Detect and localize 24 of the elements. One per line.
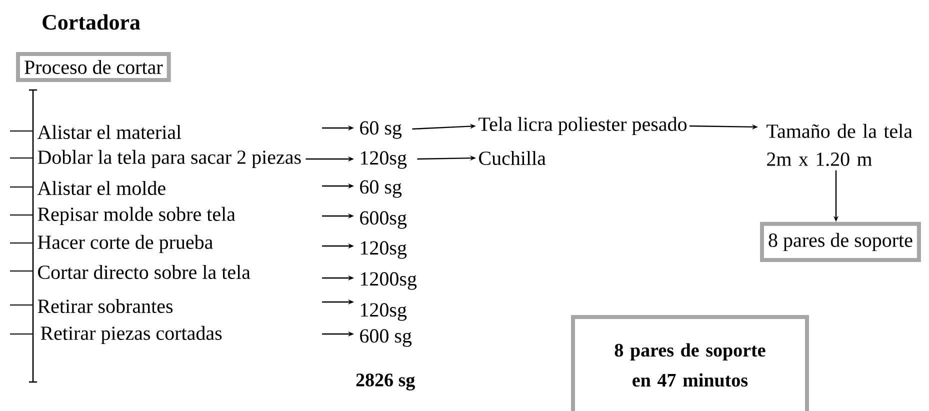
process-box: 8 pares de soporte xyxy=(760,222,921,262)
process-box: Proceso de cortar xyxy=(16,52,171,82)
material-text: Cuchilla xyxy=(479,150,546,166)
step-text: Retirar piezas cortadas xyxy=(40,326,222,344)
step-text: Alistar el molde xyxy=(37,180,166,196)
size-text: Tamaño de la tela 2m x 1.20 m xyxy=(766,124,912,166)
total-label: 2826 sg xyxy=(356,374,415,390)
step-text: Cortar directo sobre la tela xyxy=(38,264,250,280)
step-text: Doblar la tela para sacar 2 piezas xyxy=(38,150,301,168)
material-text: Tela licra poliester pesado xyxy=(478,116,687,136)
time-text: 60 sg xyxy=(360,121,402,139)
time-text: 120sg xyxy=(360,151,407,169)
time-text: 120sg xyxy=(360,303,407,321)
time-text: 600 sg xyxy=(360,329,412,347)
time-text: 60 sg xyxy=(360,180,402,198)
title: Cortadora xyxy=(42,14,140,30)
step-text: Repisar molde sobre tela xyxy=(38,206,236,226)
time-text: 600sg xyxy=(360,211,407,229)
time-text: 1200sg xyxy=(360,272,417,290)
step-text: Alistar el material xyxy=(37,124,182,140)
step-text: Retirar sobrantes xyxy=(38,298,173,314)
time-text: 120sg xyxy=(360,241,407,259)
step-text: Hacer corte de prueba xyxy=(38,234,213,254)
result-box: 8 pares de soporte en 47 minutos xyxy=(571,315,809,411)
